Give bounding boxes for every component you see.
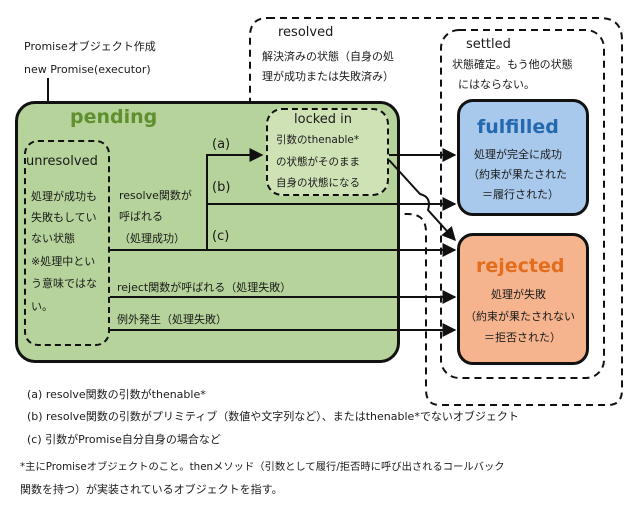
resolved-title: resolved	[278, 25, 334, 40]
settled-desc-1: 状態確定。もう他の状態	[452, 58, 573, 71]
unresolved-line-2: 失敗もしてい	[31, 211, 97, 224]
fulfilled-line-2: （約束が果たされた	[468, 168, 567, 181]
label-c: (c)	[212, 229, 230, 244]
label-b: (b)	[212, 180, 231, 195]
exception-label: 例外発生（処理失敗）	[117, 313, 227, 326]
unresolved-line-4: ※処理中とい	[31, 255, 96, 268]
resolved-desc-1: 解決済みの状態（自身の処	[262, 50, 394, 63]
locked-in-line-3: 自身の状態になる	[276, 177, 360, 189]
locked-in-line-2: の状態がそのまま	[276, 156, 360, 168]
unresolved-title: unresolved	[26, 154, 98, 169]
fulfilled-title: fulfilled	[477, 116, 559, 138]
unresolved-line-6: い。	[31, 300, 53, 313]
fulfilled-line-3: ＝履行された）	[482, 188, 559, 201]
intro-line2: new Promise(executor)	[24, 63, 151, 76]
settled-title: settled	[466, 37, 511, 52]
locked-in-line-1: 引数のthenable*	[276, 134, 360, 146]
rejected-line-3: ＝拒否された）	[484, 331, 561, 344]
note-b: (b) resolve関数の引数がプリミティブ（数値や文字列など）、またはthe…	[27, 410, 519, 423]
label-a: (a)	[212, 137, 231, 152]
unresolved-line-5: う意味ではな	[31, 277, 97, 290]
unresolved-line-3: ない状態	[31, 232, 75, 245]
unresolved-state	[24, 140, 110, 346]
locked-in-title: locked in	[294, 112, 353, 127]
footnote-line-1: *主にPromiseオブジェクトのこと。thenメソッド（引数として履行/拒否時…	[20, 461, 505, 473]
rejected-line-1: 処理が失敗	[491, 288, 546, 301]
fulfilled-state	[457, 99, 589, 216]
resolve-line-3: （処理成功）	[119, 232, 185, 245]
intro-line1: Promiseオブジェクト作成	[24, 40, 156, 53]
note-c: (c) 引数がPromise自分自身の場合など	[27, 433, 221, 446]
pending-title: pending	[70, 106, 158, 128]
locked-in-state	[266, 108, 389, 196]
resolve-line-2: 呼ばれる	[119, 210, 163, 223]
footnote-line-2: 関数を持つ）が実装されているオブジェクトを指す。	[20, 483, 283, 496]
resolved-desc-2: 理が成功または失敗済み）	[262, 70, 394, 83]
resolve-trunk	[110, 148, 264, 251]
locked-to-rejected	[388, 159, 456, 242]
resolve-line-1: resolve関数が	[119, 189, 192, 202]
settled-desc-2: にはならない。	[458, 78, 535, 91]
note-a: (a) resolve関数の引数がthenable*	[27, 388, 206, 401]
reject-label: reject関数が呼ばれる（処理失敗）	[117, 281, 292, 294]
rejected-state	[457, 233, 589, 365]
unresolved-line-1: 処理が成功も	[31, 190, 97, 203]
fulfilled-line-1: 処理が完全に成功	[474, 148, 562, 161]
rejected-title: rejected	[476, 255, 565, 277]
rejected-line-2: （約束が果たされない	[465, 310, 575, 323]
